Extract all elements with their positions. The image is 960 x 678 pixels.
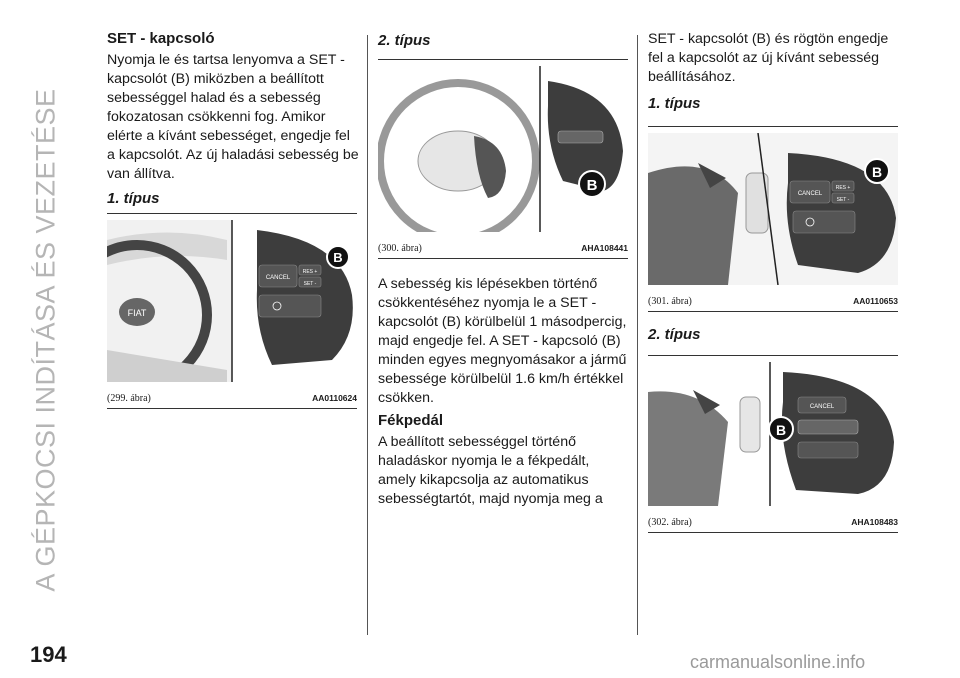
figure-300: B (300. ábra) AHA108441: [376, 59, 628, 259]
figure-299: FIAT CANCEL RES + SET - B (299. ábra) AA…: [62, 213, 357, 409]
column-1: SET - kapcsoló Nyomja le és tartsa lenyo…: [62, 30, 359, 409]
figure-caption: (299. ábra): [107, 393, 151, 404]
type-1-label: 1. típus: [648, 95, 701, 112]
figure-caption: (300. ábra): [378, 243, 422, 254]
marker-b: B: [776, 422, 786, 438]
res-button-label: RES +: [303, 269, 318, 275]
figure-caption-row: (300. ábra) AHA108441: [378, 239, 628, 259]
cancel-button-label: CANCEL: [798, 191, 823, 197]
speed-icon: [272, 301, 282, 311]
set-switch-continued-paragraph: SET - kapcsolót (B) és rögtön engedje fe…: [648, 31, 889, 85]
figure-caption-row: (299. ábra) AA0110624: [107, 389, 357, 409]
figure-caption-row: (301. ábra) AA0110653: [648, 292, 898, 312]
figure-caption-row: (302. ábra) AHA108483: [648, 513, 898, 533]
brake-pedal-paragraph: A beállított sebességgel történő haladás…: [378, 434, 603, 507]
set-button-label: SET -: [304, 281, 317, 287]
cancel-button-label: CANCEL: [810, 404, 835, 410]
cancel-button-label: CANCEL: [266, 275, 291, 281]
type-1-label: 1. típus: [107, 190, 160, 207]
figure-code: AA0110624: [312, 393, 357, 403]
figure-302: CANCEL B (302. ábra) AHA108483: [648, 355, 898, 533]
column-3: SET - kapcsolót (B) és rögtön engedje fe…: [648, 30, 900, 533]
marker-b: B: [872, 164, 882, 180]
steering-wheel-illustration-type1-detail: CANCEL RES + SET - B: [648, 132, 898, 286]
marker-b: B: [587, 177, 598, 194]
figure-301: CANCEL RES + SET - B (301. ábra) AA01106…: [648, 126, 898, 312]
steering-wheel-illustration-type1: FIAT CANCEL RES + SET - B: [62, 220, 357, 390]
figure-caption: (301. ábra): [648, 296, 692, 307]
steering-wheel-illustration-type2-detail: CANCEL B: [648, 362, 898, 506]
column-divider-2: [637, 35, 638, 635]
column-2: 2. típus B (300. ábra) AHA108441 A sebes…: [376, 30, 630, 509]
type-2-label: 2. típus: [378, 32, 431, 49]
page-number: 194: [30, 642, 67, 667]
speed-icon: [805, 217, 815, 227]
type-2-label: 2. típus: [648, 326, 701, 343]
figure-code: AA0110653: [853, 296, 898, 306]
res-button-label: RES +: [836, 185, 851, 191]
figure-caption: (302. ábra): [648, 517, 692, 528]
set-switch-paragraph: Nyomja le és tartsa lenyomva a SET - kap…: [107, 52, 359, 182]
section-heading-brake-pedal: Fékpedál: [378, 412, 444, 429]
figure-code: AHA108441: [581, 243, 628, 253]
column-divider-1: [367, 35, 368, 635]
speed-decrease-paragraph: A sebesség kis lépésekben történő csökke…: [378, 276, 627, 406]
fiat-logo-text: FIAT: [128, 308, 147, 318]
marker-b: B: [333, 250, 342, 265]
watermark: carmanualsonline.info: [690, 652, 866, 672]
set-button-label: SET -: [837, 197, 850, 203]
steering-wheel-illustration-type2: B: [376, 66, 628, 243]
figure-code: AHA108483: [851, 517, 898, 527]
section-heading-set-switch: SET - kapcsoló: [107, 30, 215, 47]
